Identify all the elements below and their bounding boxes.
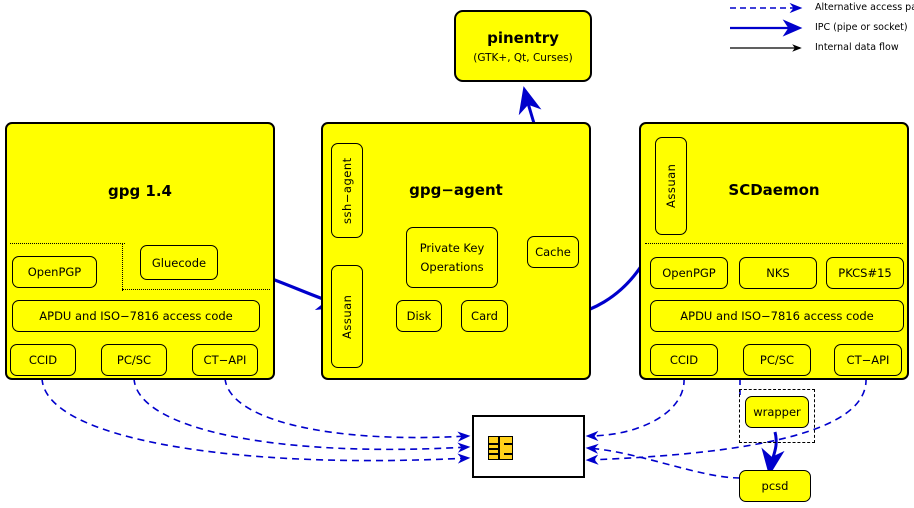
- gpg-driver-ccid[interactable]: CCID: [10, 344, 76, 376]
- gpg-agent-assuan-node[interactable]: Assuan: [331, 265, 363, 368]
- gpg-driver-ctapi[interactable]: CT−API: [192, 344, 258, 376]
- smartcard-chip-icon: [488, 436, 513, 460]
- pinentry-title: pinentry: [487, 28, 559, 47]
- scdaemon-assuan-node[interactable]: Assuan: [655, 137, 687, 235]
- gpg-agent-card-node[interactable]: Card: [461, 300, 508, 332]
- alt-pcsd-to-card: [585, 443, 741, 479]
- alt-gpg-ctapi-to-card: [224, 377, 471, 442]
- pinentry-subtitle: (GTK+, Qt, Curses): [473, 51, 573, 64]
- legend-label-ipc: IPC (pipe or socket): [815, 22, 908, 33]
- pko-line1: Private Key: [419, 241, 485, 255]
- smartcard[interactable]: [472, 415, 585, 478]
- scdaemon-title: SCDaemon: [728, 181, 820, 199]
- scdaemon-app-pkcs15[interactable]: PKCS#15: [826, 257, 904, 289]
- scdaemon-driver-ctapi[interactable]: CT−API: [834, 344, 902, 376]
- scdaemon-driver-ccid[interactable]: CCID: [650, 344, 718, 376]
- pinentry-box[interactable]: pinentry (GTK+, Qt, Curses): [454, 10, 592, 82]
- gpg-agent-disk-node[interactable]: Disk: [396, 300, 442, 332]
- alt-gpg-pcsc-to-card: [133, 377, 471, 453]
- gpg-openpgp-node[interactable]: OpenPGP: [12, 256, 97, 288]
- gpg-apdu-node[interactable]: APDU and ISO−7816 access code: [12, 300, 260, 332]
- gpg-gluecode-node[interactable]: Gluecode: [140, 245, 218, 280]
- scdaemon-app-openpgp[interactable]: OpenPGP: [650, 257, 728, 289]
- alt-gpg-ccid-to-card: [41, 377, 471, 464]
- alt-scd-ccid-to-card: [585, 377, 685, 442]
- legend-label-internal: Internal data flow: [815, 42, 899, 53]
- wrapper-dashed-boundary: [739, 389, 815, 443]
- legend-label-alt-path: Alternative access paths: [815, 2, 914, 13]
- gpg-dotted-vertical: [122, 243, 124, 291]
- gpg-agent-cache-node[interactable]: Cache: [527, 236, 579, 268]
- scdaemon-app-nks[interactable]: NKS: [739, 257, 817, 289]
- pko-line2: Operations: [420, 260, 484, 274]
- pcsd-node[interactable]: pcsd: [739, 470, 811, 502]
- gpg-title: gpg 1.4: [107, 182, 172, 200]
- wrapper-node[interactable]: wrapper: [745, 396, 809, 428]
- scdaemon-dotted-divider: [645, 243, 903, 245]
- scdaemon-apdu-node[interactable]: APDU and ISO−7816 access code: [650, 300, 904, 332]
- gpg-agent-title: gpg−agent: [409, 181, 503, 199]
- alt-scd-ctapi-to-card: [585, 377, 867, 465]
- gpg-driver-pcsc[interactable]: PC/SC: [101, 344, 167, 376]
- gpg-agent-ssh-agent-node[interactable]: ssh−agent: [331, 143, 363, 238]
- gpg-dotted-bottom: [122, 289, 270, 291]
- gpg-agent-private-key-operations-node[interactable]: Private Key Operations: [406, 227, 498, 288]
- scdaemon-driver-pcsc[interactable]: PC/SC: [743, 344, 811, 376]
- gpg-dotted-top: [10, 243, 125, 245]
